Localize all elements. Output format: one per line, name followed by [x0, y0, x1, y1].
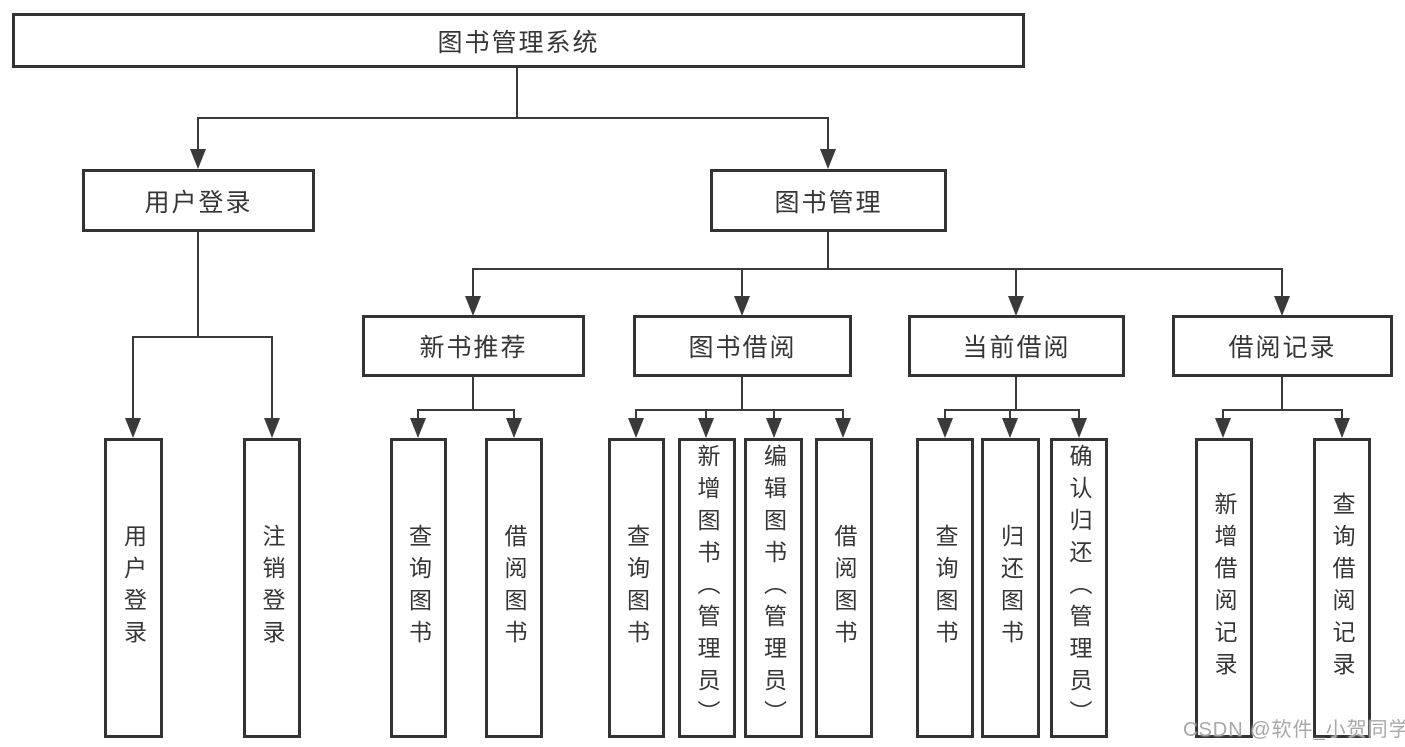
leaf-add-borrow-record: 新增借阅记录 [1195, 438, 1253, 738]
arrowhead-down-icon [506, 418, 522, 438]
connector-line-v [417, 409, 419, 420]
connector-line-v [1015, 377, 1017, 411]
leaf-borrow-books-borrow: 借阅图书 [815, 438, 873, 738]
arrowhead-down-icon [628, 418, 644, 438]
connector-line-v [1015, 268, 1017, 298]
leaf-logout: 注销登录 [243, 438, 301, 738]
connector-line-v [472, 268, 474, 298]
arrowhead-down-icon [1008, 296, 1024, 316]
connector-line-v [472, 377, 474, 411]
connector-line-h [944, 409, 1079, 411]
connector-line-v [1222, 409, 1224, 420]
connector-line-v [741, 377, 743, 411]
connector-line-h [132, 336, 273, 338]
arrowhead-down-icon [1215, 418, 1231, 438]
connector-line-v [271, 336, 273, 420]
leaf-user-login: 用户登录 [104, 438, 163, 738]
leaf-edit-book-admin: 编辑图书（管理员） [744, 438, 803, 738]
leaf-borrow-books-recommend: 借阅图书 [485, 438, 543, 738]
connector-line-v [773, 409, 775, 420]
connector-line-h [635, 409, 843, 411]
arrowhead-down-icon [820, 149, 836, 169]
connector-line-v [197, 117, 199, 151]
arrowhead-down-icon [1071, 418, 1087, 438]
arrowhead-down-icon [125, 418, 141, 438]
node-book-management: 图书管理 [710, 169, 947, 232]
arrowhead-down-icon [698, 418, 714, 438]
connector-line-h [197, 117, 829, 119]
connector-line-v [132, 336, 134, 420]
arrowhead-down-icon [1334, 418, 1350, 438]
connector-line-v [1341, 409, 1343, 420]
leaf-add-book-admin: 新增图书（管理员） [678, 438, 736, 738]
watermark: CSDN @软件_小贺同学 [1183, 719, 1405, 741]
arrowhead-down-icon [264, 418, 280, 438]
connector-line-v [1281, 377, 1283, 411]
connector-line-v [741, 268, 743, 298]
arrowhead-down-icon [835, 418, 851, 438]
arrowhead-down-icon [190, 149, 206, 169]
connector-line-v [635, 409, 637, 420]
leaf-query-books-current: 查询图书 [916, 438, 974, 738]
arrowhead-down-icon [1274, 296, 1290, 316]
connector-line-v [516, 68, 518, 119]
node-current-borrowing: 当前借阅 [908, 315, 1125, 377]
connector-line-v [1078, 409, 1080, 420]
connector-line-v [705, 409, 707, 420]
connector-line-h [472, 268, 1282, 270]
node-borrowing-records: 借阅记录 [1172, 315, 1393, 377]
node-book-borrowing: 图书借阅 [633, 315, 852, 377]
connector-line-h [1222, 409, 1342, 411]
arrowhead-down-icon [734, 296, 750, 316]
connector-line-v [944, 409, 946, 420]
connector-line-v [827, 232, 829, 270]
arrowhead-down-icon [766, 418, 782, 438]
connector-line-v [842, 409, 844, 420]
arrowhead-down-icon [1002, 418, 1018, 438]
connector-line-v [827, 117, 829, 151]
arrowhead-down-icon [410, 418, 426, 438]
node-book-management-system: 图书管理系统 [12, 13, 1025, 68]
connector-line-v [197, 232, 199, 338]
leaf-confirm-return-admin: 确认归还（管理员） [1050, 438, 1108, 738]
connector-line-v [1281, 268, 1283, 298]
leaf-query-books-borrow: 查询图书 [608, 438, 665, 738]
connector-line-v [1009, 409, 1011, 420]
leaf-query-borrow-record: 查询借阅记录 [1313, 438, 1371, 738]
connector-line-v [513, 409, 515, 420]
arrowhead-down-icon [937, 418, 953, 438]
leaf-return-book: 归还图书 [981, 438, 1040, 738]
node-user-login: 用户登录 [82, 169, 315, 232]
arrowhead-down-icon [465, 296, 481, 316]
leaf-query-books-recommend: 查询图书 [390, 438, 447, 738]
connector-line-h [417, 409, 514, 411]
node-new-book-recommendation: 新书推荐 [362, 315, 585, 377]
